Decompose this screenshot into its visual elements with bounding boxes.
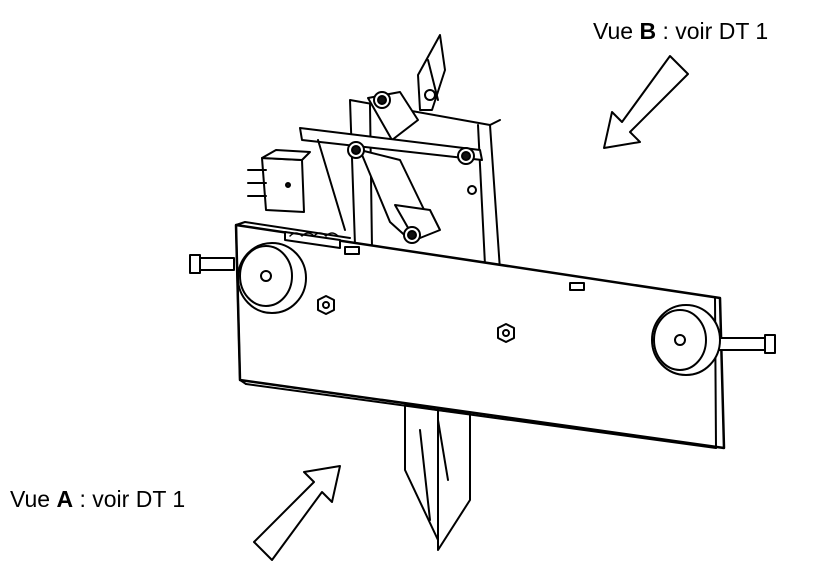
- view-b-arrow: [603, 55, 689, 149]
- view-a-letter: A: [56, 486, 74, 512]
- view-a-suffix: : voir DT 1: [73, 486, 186, 512]
- right-wheel: [651, 304, 776, 376]
- upper-blade: [417, 34, 446, 111]
- view-b-prefix: Vue: [593, 18, 640, 44]
- main-plate: [234, 221, 726, 450]
- view-a-arrow: [253, 465, 341, 561]
- view-b-label: Vue B : voir DT 1: [593, 20, 768, 43]
- view-b-suffix: : voir DT 1: [656, 18, 769, 44]
- pivot-pins: [347, 89, 477, 244]
- lower-blade: [404, 404, 471, 551]
- linkage-arms: [299, 91, 483, 241]
- left-wheel: [189, 242, 307, 314]
- view-b-letter: B: [639, 18, 657, 44]
- view-a-label: Vue A : voir DT 1: [10, 488, 185, 511]
- nuts: [317, 295, 515, 343]
- side-bracket: [247, 149, 311, 213]
- view-a-prefix: Vue: [10, 486, 57, 512]
